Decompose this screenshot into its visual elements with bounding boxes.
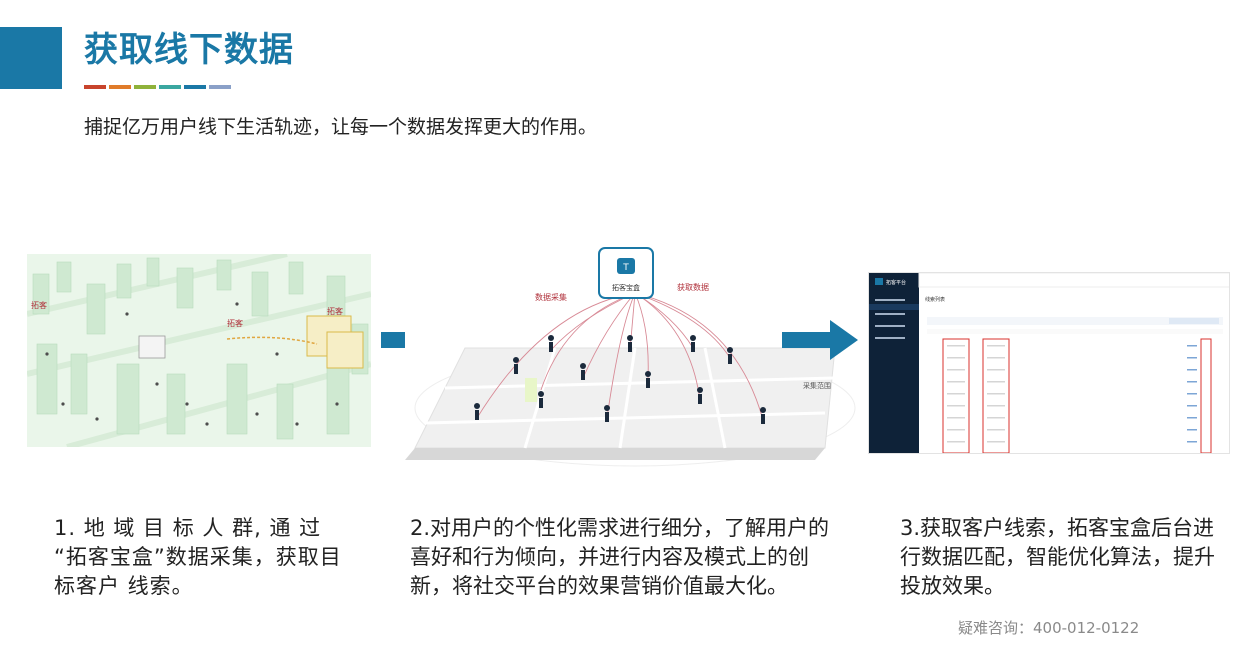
dashboard-screenshot: 拓客平台 线索列表	[868, 272, 1230, 454]
city-illustration: 拓客 拓客 拓客	[27, 254, 371, 447]
arrow-right-icon	[782, 320, 858, 360]
box-logo: T	[622, 263, 629, 273]
page-title: 获取线下数据	[84, 30, 294, 70]
arc-label-right: 获取数据	[677, 282, 709, 292]
corner-accent-block	[0, 27, 62, 89]
dashboard-brand: 拓客平台	[886, 279, 906, 286]
title-underline-color-bar	[84, 85, 231, 89]
color-bar-segment	[109, 85, 131, 89]
city-label: 拓客	[227, 318, 243, 328]
color-bar-segment	[184, 85, 206, 89]
dashboard-page-title: 线索列表	[925, 296, 945, 303]
color-bar-segment	[134, 85, 156, 89]
tracking-map-illustration: T 拓客宝盒 数据采集 获取数据 采集范围	[405, 238, 865, 470]
color-bar-segment	[159, 85, 181, 89]
arc-label-left: 数据采集	[535, 292, 567, 302]
page-subtitle: 捕捉亿万用户线下生活轨迹，让每一个数据发挥更大的作用。	[84, 116, 598, 138]
step-2-description: 2.对用户的个性化需求进行细分，了解用户的喜好和行为倾向，并进行内容及模式上的创…	[410, 516, 830, 598]
city-label: 拓客	[327, 306, 343, 316]
step-1-description: 1. 地 域 目 标 人 群, 通 过 “拓客宝盒”数据采集，获取目标客户 线索…	[54, 516, 342, 598]
step-3-description: 3.获取客户线索，拓客宝盒后台进行数据匹配，智能优化算法，提升投放效果。	[900, 516, 1215, 598]
city-label: 拓客	[31, 300, 47, 310]
color-bar-segment	[84, 85, 106, 89]
color-bar-segment	[209, 85, 231, 89]
range-label: 采集范围	[803, 381, 831, 390]
contact-hotline: 疑难咨询：400-012-0122	[958, 619, 1140, 637]
box-label: 拓客宝盒	[612, 283, 640, 292]
